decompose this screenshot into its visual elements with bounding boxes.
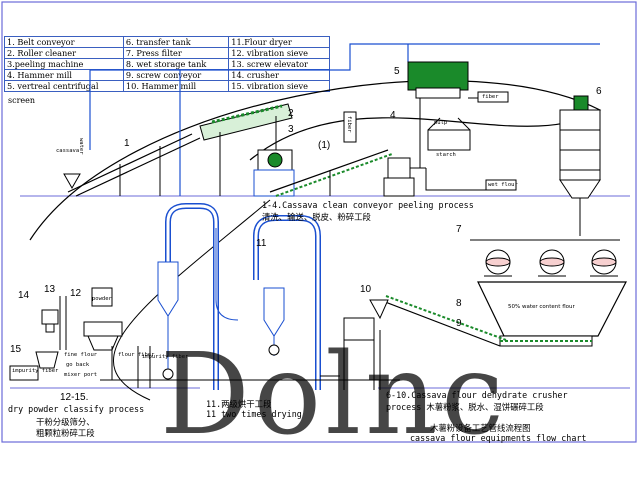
legend-row: 1. Belt conveyor 6. transfer tank 11.Flo… — [4, 36, 330, 48]
equipment-number: 2 — [288, 108, 294, 119]
equipment-number: 12 — [70, 288, 82, 299]
flow-label: impurity fiber — [12, 368, 59, 374]
equipment-number: 7 — [456, 224, 462, 235]
legend-cell: 5. vertreal centrifugal — [4, 80, 124, 92]
screw-elevator-13 — [59, 296, 67, 350]
equipment-number: 5 — [394, 66, 400, 77]
starch-pipe — [425, 168, 510, 191]
flow-label: flour fiber — [118, 352, 155, 358]
flow-label: cassava — [56, 148, 80, 154]
flow-label: powder — [92, 296, 112, 302]
equipment-number: 13 — [44, 284, 56, 295]
process-caption: 木薯粉设备工艺管线流程图 — [430, 423, 531, 433]
process-caption: process 木薯粉浆、脱水、湿饼碾碎工段 — [386, 402, 544, 412]
belt-conveyor-2 — [275, 153, 393, 197]
flow-label: starch — [436, 152, 456, 158]
flow-label: water — [78, 138, 84, 155]
hammer-mill — [383, 157, 426, 197]
water-pipe — [89, 43, 600, 150]
flour-dryer — [253, 215, 321, 390]
process-caption: 11 two times drying — [206, 409, 302, 419]
hammer-mill-2 — [343, 299, 389, 390]
process-caption: 干粉分级筛分、 — [36, 417, 95, 427]
wet-flour-outlet — [485, 179, 517, 191]
centrifugal-screen — [407, 61, 504, 151]
press-filter — [590, 249, 618, 277]
cassava-hopper — [63, 173, 81, 190]
flow-label: fiber — [482, 94, 499, 100]
transfer-tank — [559, 95, 601, 199]
process-caption: 1-4.Cassava clean conveyor peeling proce… — [262, 200, 474, 210]
fiber-outlet — [477, 91, 509, 103]
equipment-number: 4 — [390, 110, 396, 121]
press-filter — [484, 249, 512, 277]
legend-row: 3.peeling machine 8. wet storage tank 13… — [4, 58, 330, 70]
wet-storage-tank — [477, 281, 627, 337]
flow-label: go back — [66, 362, 90, 368]
flow-label: impurity fiber — [142, 354, 189, 360]
roller-cleaner — [199, 103, 293, 196]
flow-label: mixer port — [64, 372, 98, 378]
screw-conveyor-incline — [379, 299, 501, 347]
flow-label: fine flour — [64, 352, 98, 358]
flow-label: fiber — [346, 116, 352, 133]
equipment-number: (1) — [318, 140, 331, 151]
legend-row: 5. vertreal centrifugal 10. Hammer mill … — [4, 80, 330, 92]
legend-cell: 15. vibration sieve — [228, 80, 330, 92]
equipment-number: 15 — [10, 344, 22, 355]
chart-title: cassava flour equipments flow chart — [410, 433, 587, 443]
process-caption: 6-10.Cassava flour dehydrate crusher — [386, 390, 568, 400]
process-caption: 11.两级烘干工段 — [206, 399, 272, 409]
process-caption: 清洗、输送、脱皮、粉碎工段 — [262, 212, 371, 222]
process-caption: dry powder classify process — [8, 404, 145, 414]
watermark-logo: Dolnc — [160, 330, 508, 460]
flow-label: 50% water content flour — [508, 304, 575, 310]
belt-conveyor — [75, 137, 201, 197]
equipment-number: 1 — [124, 138, 130, 149]
equipment-number: 8 — [456, 298, 462, 309]
equipment-number: 10 — [360, 284, 372, 295]
legend-row: 4. Hammer mill 9. screw conveyor 14. cru… — [4, 69, 330, 81]
equipment-number: 11 — [256, 238, 267, 249]
vibration-sieve-12 — [83, 321, 123, 351]
equipment-legend: 1. Belt conveyor 6. transfer tank 11.Flo… — [4, 36, 330, 92]
flow-label: pulp — [434, 120, 448, 126]
belt-conveyor — [67, 133, 193, 193]
powder-bin — [91, 287, 113, 307]
screw-conveyor-incline — [385, 295, 507, 341]
vibration-sieve-15 — [9, 351, 59, 381]
flow-label: wet flour — [488, 182, 518, 188]
belt-conveyor-2 — [269, 149, 389, 193]
fiber-outlet — [343, 111, 357, 143]
equipment-number: 6 — [596, 86, 602, 97]
equipment-number: 9 — [456, 318, 462, 329]
legend-overflow-text: screen — [8, 96, 36, 105]
press-filter — [538, 249, 566, 277]
equipment-number: 14 — [18, 290, 30, 301]
legend-cell: 10. Hammer mill — [122, 80, 230, 92]
equipment-number: 12-15. — [60, 392, 89, 403]
equipment-number: 3 — [288, 124, 294, 135]
diagram-frame — [1, 1, 637, 443]
peeling-machine — [253, 149, 295, 197]
crusher-14 — [41, 309, 59, 333]
flour-dryer — [157, 203, 239, 390]
watermark-swoosh — [113, 199, 271, 401]
process-caption: 粗颗粒粉碎工段 — [36, 428, 95, 438]
